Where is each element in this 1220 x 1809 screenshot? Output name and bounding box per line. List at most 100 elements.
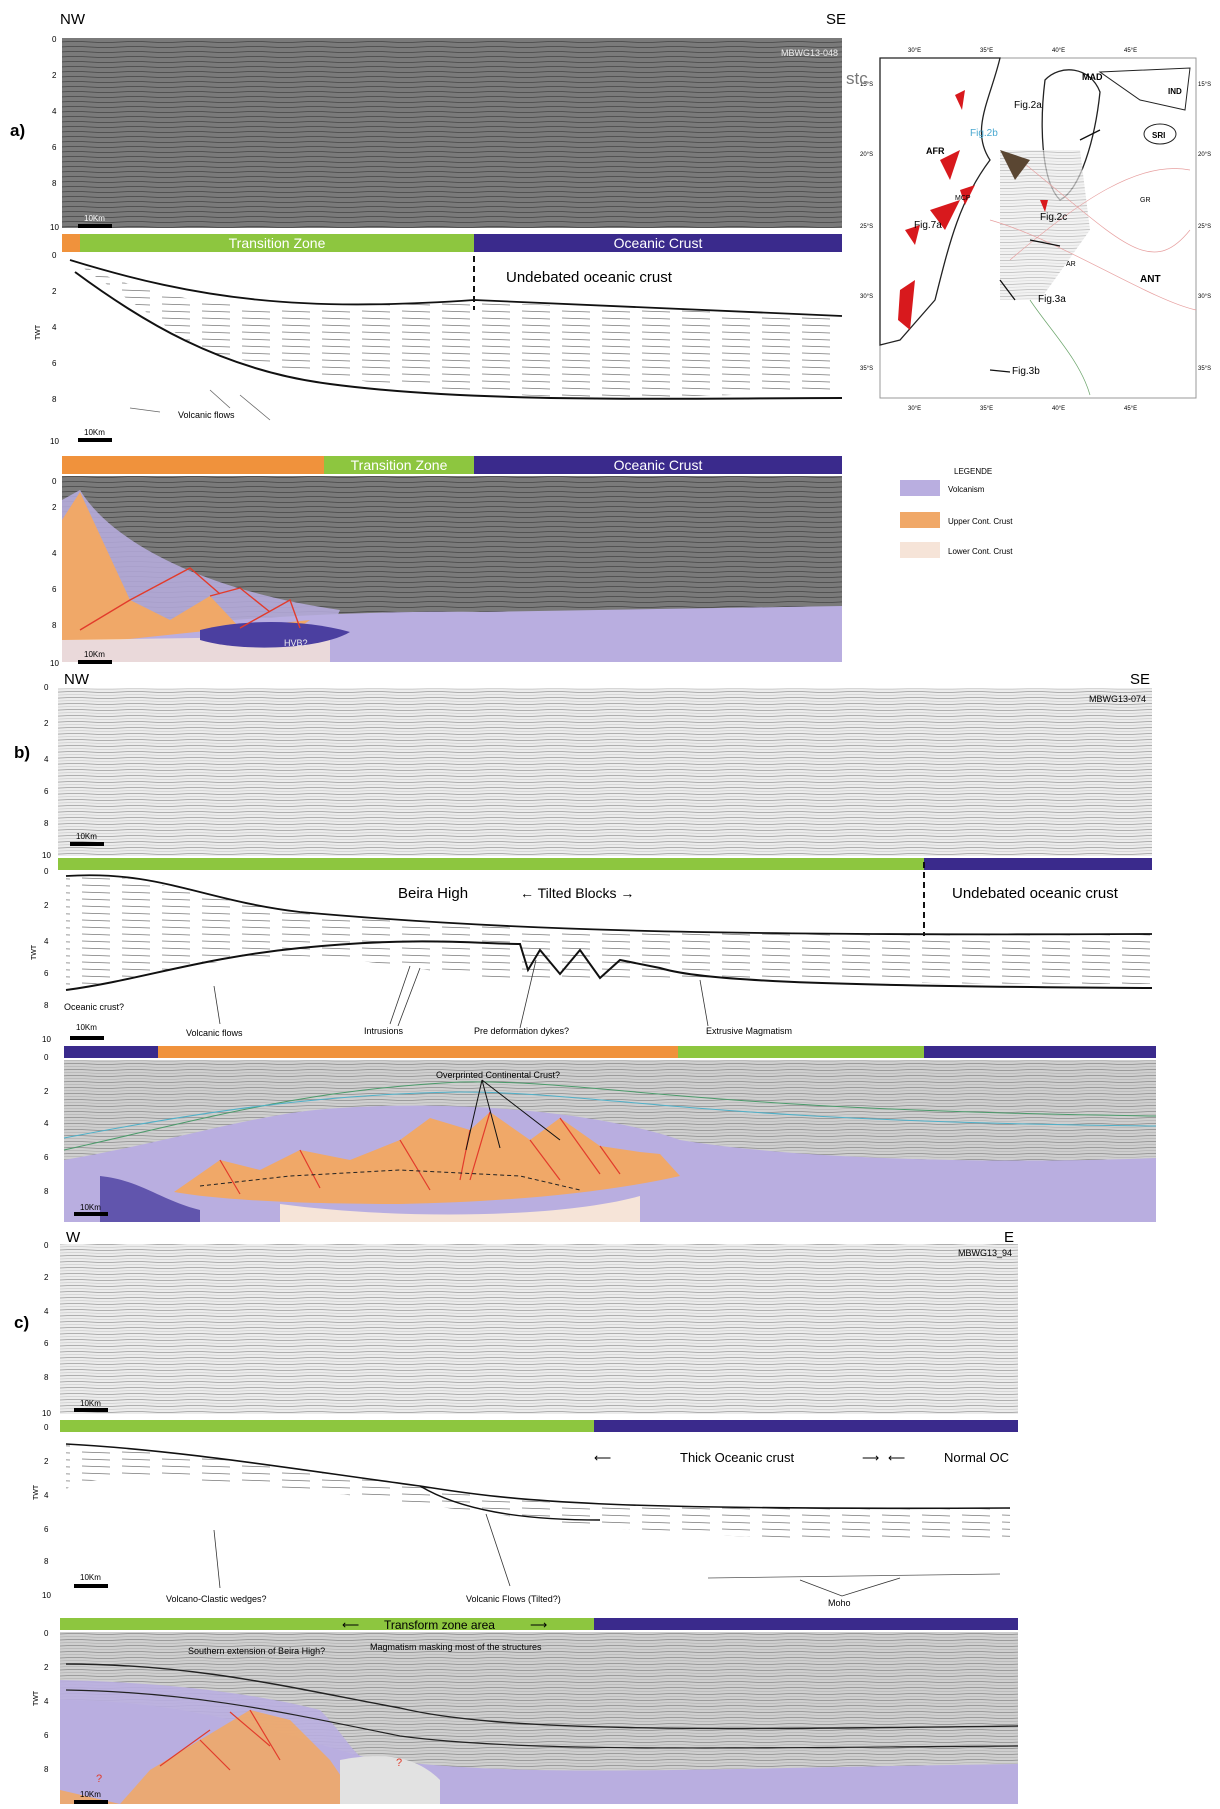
svg-text:MCP: MCP (955, 195, 971, 202)
legend-swatch-upper (900, 512, 940, 528)
svg-text:2: 2 (44, 1087, 49, 1096)
panel-a-scalebar-3 (78, 660, 112, 664)
svg-text:40°E: 40°E (1052, 406, 1065, 412)
panel-a-dir-left: NW (60, 11, 86, 28)
panel-c-volcanic-flows: Volcanic Flows (Tilted?) (466, 1594, 561, 1604)
panel-a-bar2-oceanic (474, 456, 842, 474)
panel-b-raw-seismic (58, 688, 1152, 856)
svg-text:35°S: 35°S (1198, 366, 1211, 372)
panel-c-dir-left: W (66, 1229, 81, 1246)
panel-a-axis-2: 0 2 4 6 8 10 (50, 251, 59, 446)
panel-b-line-id: MBWG13-074 (1089, 694, 1146, 704)
svg-text:AFR: AFR (926, 146, 945, 156)
panel-c-dir-right: E (1004, 1229, 1014, 1246)
panel-b-bar2-oceanic-left (64, 1046, 158, 1058)
panel-a-scale-2: 10Km (84, 428, 105, 437)
panel-a-bar-transition (80, 234, 474, 252)
legend-swatch-lower (900, 542, 940, 558)
panel-c-arrow-right: ⟶ (862, 1451, 879, 1465)
svg-text:AR: AR (1066, 261, 1076, 268)
panel-a-bar-orange (62, 234, 80, 252)
svg-text:10: 10 (50, 659, 59, 668)
svg-text:10: 10 (42, 1035, 51, 1044)
panel-a-dir-right: SE (826, 11, 846, 28)
panel-b-scalebar-3 (74, 1212, 108, 1216)
panel-a-bar-oceanic (474, 234, 842, 252)
panel-a-bar-oceanic-label: Oceanic Crust (614, 235, 703, 251)
panel-a-axis-3: 0 2 4 6 8 10 (50, 477, 59, 668)
panel-c-moho: Moho (828, 1598, 851, 1608)
panel-a-scale-3: 10Km (84, 650, 105, 659)
svg-text:8: 8 (44, 1187, 49, 1196)
svg-text:8: 8 (44, 1001, 49, 1010)
panel-c-bar-oceanic (594, 1420, 1018, 1432)
panel-b-scale-2: 10Km (76, 1023, 97, 1032)
panel-c-scalebar-1 (74, 1408, 108, 1412)
svg-text:25°S: 25°S (860, 224, 873, 230)
panel-b-ylabel-2: TWT (31, 944, 38, 960)
panel-a-interpreted-section (62, 476, 842, 662)
panel-b-extrusive: Extrusive Magmatism (706, 1026, 792, 1036)
legend-lower: Lower Cont. Crust (948, 547, 1013, 556)
svg-text:25°S: 25°S (1198, 224, 1211, 230)
svg-text:0: 0 (52, 251, 57, 260)
panel-c-ylabel-2: TWT (33, 1484, 40, 1500)
panel-b-dykes: Pre deformation dykes? (474, 1026, 569, 1036)
svg-text:0: 0 (44, 1241, 49, 1250)
svg-text:35°E: 35°E (980, 406, 993, 412)
panel-b-bar2-orange (158, 1046, 678, 1058)
svg-text:10: 10 (42, 1409, 51, 1418)
svg-text:4: 4 (44, 1119, 49, 1128)
svg-text:2: 2 (44, 1273, 49, 1282)
svg-text:2: 2 (44, 901, 49, 910)
svg-text:4: 4 (44, 1491, 49, 1500)
svg-text:GR: GR (1140, 197, 1151, 204)
svg-text:10: 10 (42, 851, 51, 860)
panel-c-axis-3: 0 2 4 6 8 (44, 1629, 49, 1774)
panel-b-axis-2: 0 2 4 6 8 10 (42, 867, 51, 1044)
svg-text:8: 8 (52, 621, 57, 630)
legend-swatch-volcanism (900, 480, 940, 496)
panel-b-dir-right: SE (1130, 671, 1150, 688)
svg-text:30°S: 30°S (1198, 294, 1211, 300)
svg-text:4: 4 (52, 107, 57, 116)
svg-text:6: 6 (52, 143, 57, 152)
svg-text:4: 4 (44, 1307, 49, 1316)
panel-c-southern: Southern extension of Beira High? (188, 1646, 325, 1656)
panel-a-bar2-orange (62, 456, 324, 474)
svg-text:IND: IND (1168, 87, 1182, 96)
panel-c-bar2-oceanic (594, 1618, 1018, 1630)
svg-text:Fig.2c: Fig.2c (1040, 212, 1067, 223)
panel-b-axis-3: 0 2 4 6 8 (44, 1053, 49, 1196)
panel-a-scalebar-1 (78, 224, 112, 228)
svg-text:20°S: 20°S (860, 152, 873, 158)
svg-text:0: 0 (52, 35, 57, 44)
panel-b-scalebar-2 (70, 1036, 104, 1040)
svg-text:6: 6 (44, 1339, 49, 1348)
svg-text:6: 6 (44, 1731, 49, 1740)
panel-c-masking: Magmatism masking most of the structures (370, 1642, 542, 1652)
svg-text:8: 8 (44, 1373, 49, 1382)
svg-text:30°E: 30°E (908, 48, 921, 54)
panel-c-raw-seismic (60, 1244, 1018, 1414)
svg-text:6: 6 (44, 1525, 49, 1534)
panel-a-volcanic-flows: Volcanic flows (178, 410, 235, 420)
panel-c-scale-3: 10Km (80, 1790, 101, 1799)
panel-b-bar-green (58, 858, 924, 870)
panel-a-scalebar-2 (78, 438, 112, 442)
panel-c-scalebar-3 (74, 1800, 108, 1804)
panel-c-interpreted-section (60, 1632, 1019, 1804)
panel-c-axis-1: 0 2 4 6 8 10 (42, 1241, 51, 1418)
svg-text:MAD: MAD (1082, 72, 1103, 82)
panel-c-bar-green (60, 1420, 594, 1432)
panel-b-scalebar-1 (70, 842, 104, 846)
panel-b-label: b) (14, 743, 30, 762)
panel-c-transform-arrow-right: ⟶ (530, 1618, 547, 1632)
panel-b-beira: Beira High (398, 885, 468, 902)
panel-a-bar2-oceanic-label: Oceanic Crust (614, 457, 703, 473)
svg-text:0: 0 (44, 1629, 49, 1638)
panel-c-scalebar-2 (74, 1584, 108, 1588)
panel-a-label: a) (10, 121, 25, 140)
location-map: MAD IND SRI AFR MCP GR AR ANT Fig.2a Fig… (860, 48, 1211, 412)
